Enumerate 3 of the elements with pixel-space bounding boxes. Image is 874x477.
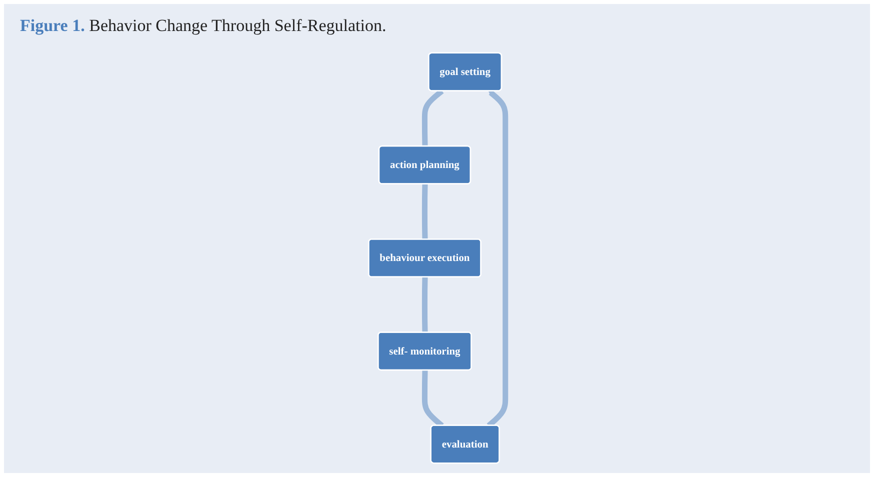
connector bbox=[422, 184, 428, 240]
figure-title: Figure 1. Behavior Change Through Self-Regulation. bbox=[20, 16, 386, 36]
connector bbox=[422, 276, 428, 333]
